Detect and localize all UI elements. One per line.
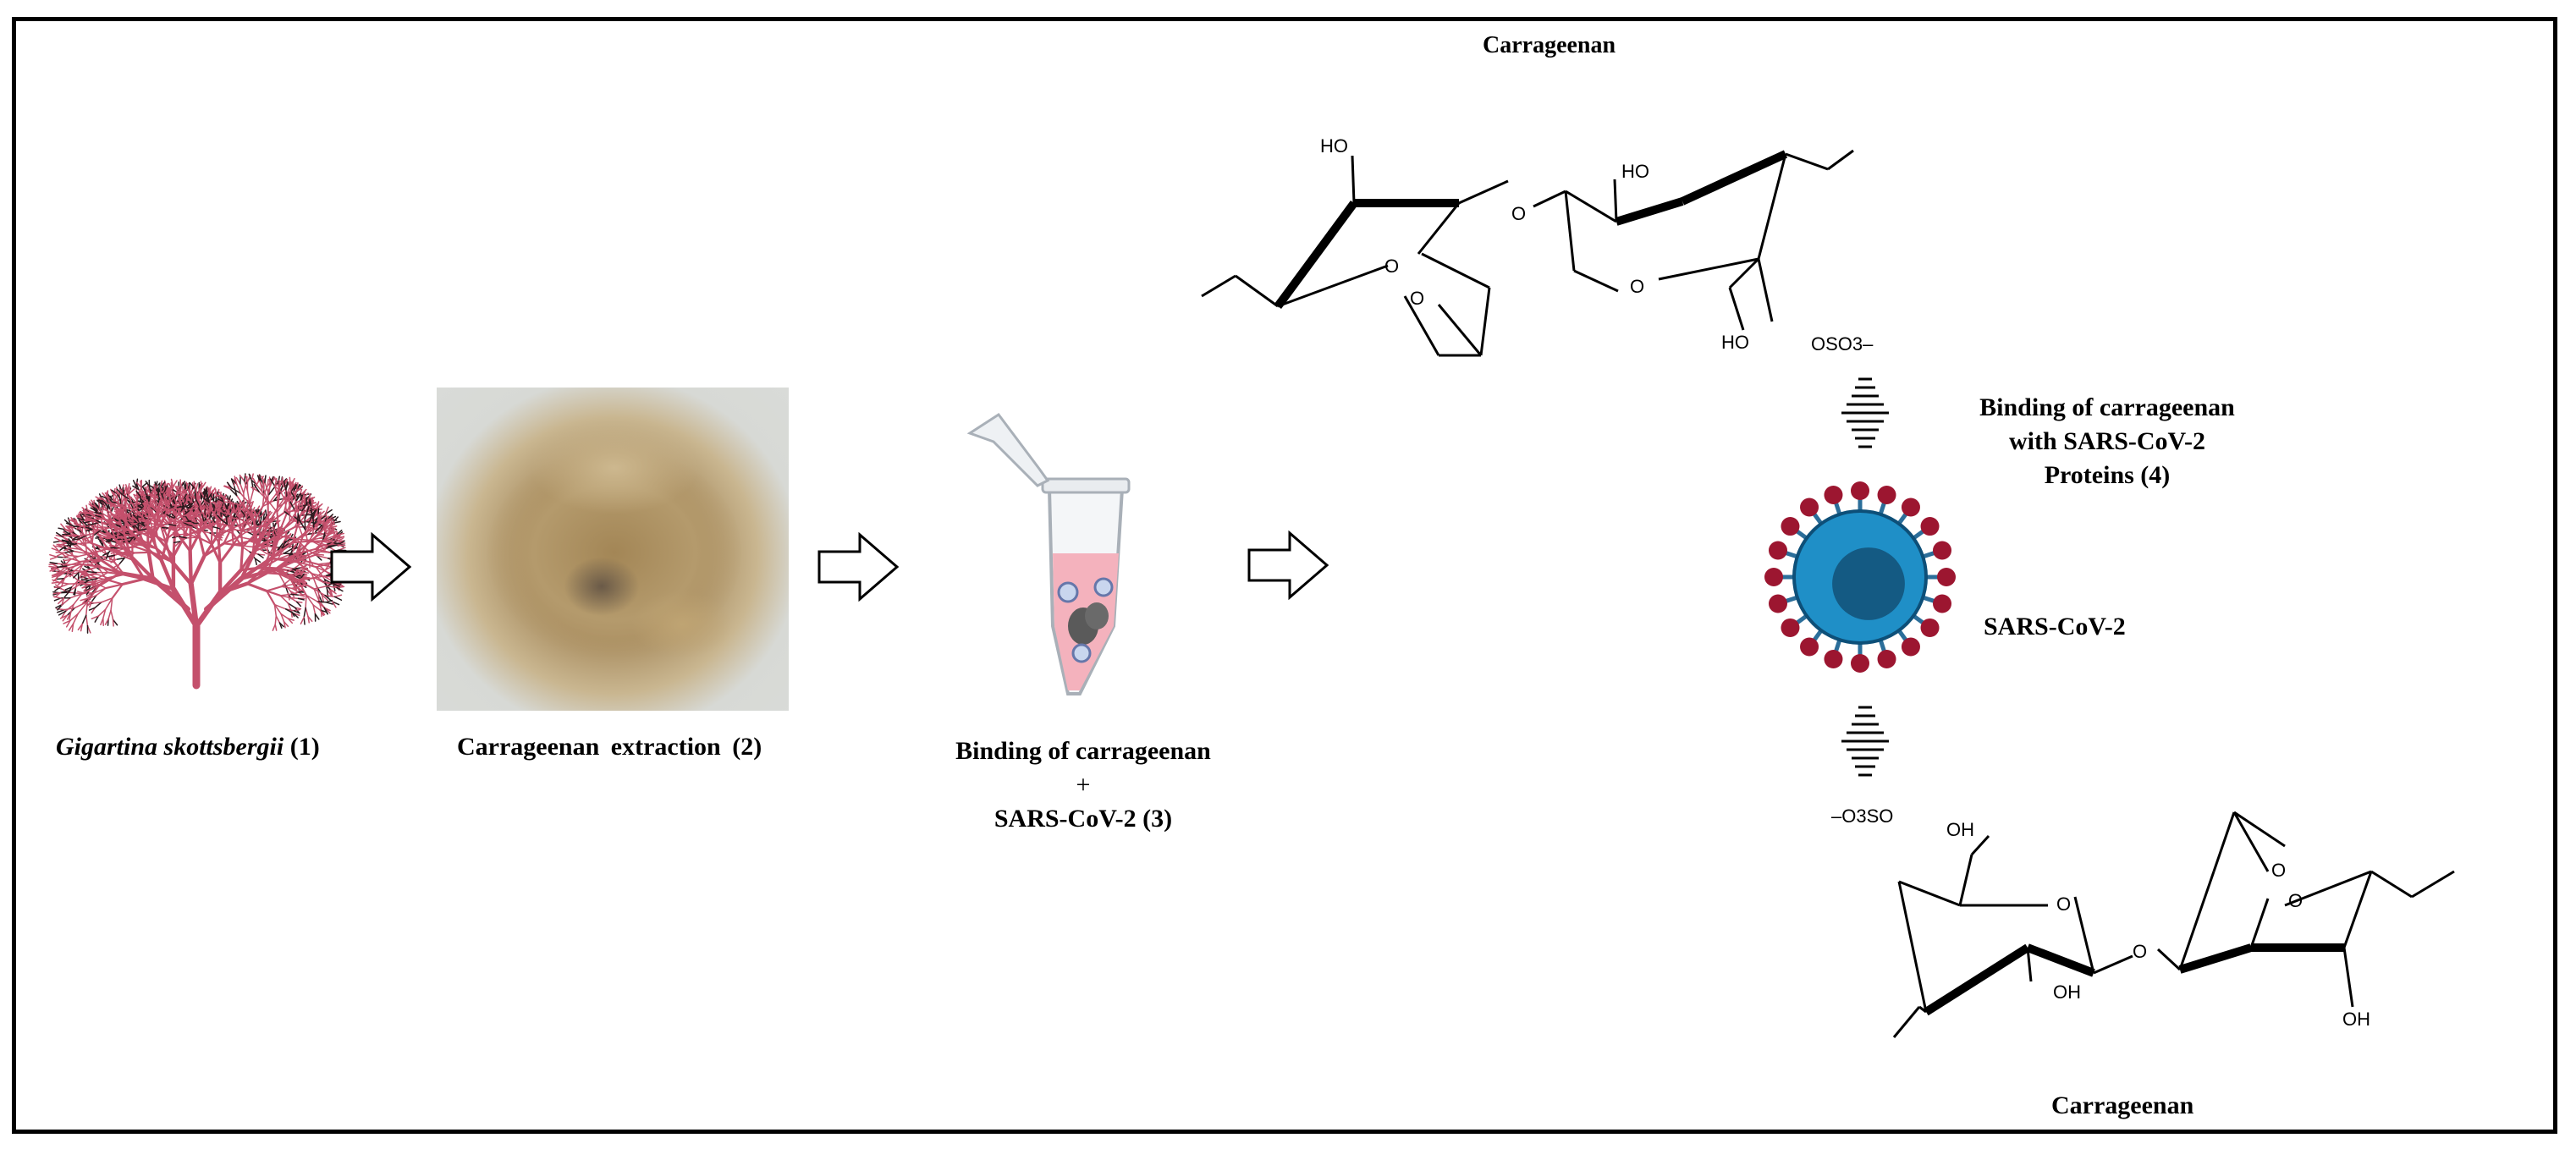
bottom-o-link: O (2133, 941, 2147, 962)
bottom-oh-3: OH (2342, 1009, 2370, 1030)
top-ho-1: HO (1320, 135, 1348, 157)
top-ho-3: HO (1721, 332, 1749, 353)
interaction-symbol-top (1841, 377, 1889, 448)
step-2-label: Carrageenan extraction (2) (457, 733, 762, 761)
arrow-1-to-2 (330, 531, 412, 602)
bottom-carrageenan-title: Carrageenan (2051, 1091, 2194, 1119)
binding-line-2: with SARS-CoV-2 (2009, 427, 2205, 455)
bottom-o-ring-2: O (2288, 890, 2303, 911)
top-oso3: OSO3– (1811, 333, 1874, 355)
bottom-oh-2: OH (2053, 981, 2081, 1003)
binding-step-4-label: Binding of carrageenan with SARS-CoV-2 P… (1963, 391, 2251, 492)
step-1-number: (1) (283, 733, 320, 761)
top-ho-2: HO (1621, 161, 1649, 182)
step-3-line-1: Binding of carrageenan (955, 737, 1211, 765)
bottom-o-ring-1: O (2056, 893, 2071, 915)
carrageenan-structure-top: HO HO HO O O O O OSO3– (1201, 135, 1874, 357)
sars-cov-2-virus-icon (1764, 481, 1956, 673)
top-o-bridge: O (1410, 288, 1424, 309)
microtube-icon (966, 412, 1131, 695)
species-name: Gigartina skottsbergii (56, 733, 284, 761)
step-3-label: Binding of carrageenan + SARS-CoV-2 (3) (931, 734, 1236, 836)
carrageenan-structure-bottom: –O3SO OH OH OH O O O O (1831, 805, 2455, 1038)
bottom-o-bridge: O (2271, 860, 2286, 881)
step-1-label: Gigartina skottsbergii (1) (56, 733, 320, 761)
step-3-line-3: SARS-CoV-2 (3) (994, 805, 1173, 833)
bottom-oso3: –O3SO (1831, 805, 1893, 827)
arrow-3-to-4 (1247, 530, 1329, 601)
top-carrageenan-title: Carrageenan (1483, 32, 1616, 58)
bottom-oh-1: OH (1946, 819, 1974, 840)
interaction-symbol-bottom (1841, 706, 1889, 777)
figure-frame (12, 17, 2557, 1134)
virus-label: SARS-CoV-2 (1984, 613, 2126, 640)
step-3-line-2: + (1076, 771, 1091, 799)
top-o-ring-1: O (1384, 256, 1399, 277)
binding-line-1: Binding of carrageenan (1979, 393, 2235, 421)
top-o-link: O (1511, 203, 1526, 224)
binding-line-3: Proteins (4) (2044, 461, 2171, 489)
arrow-2-to-3 (817, 531, 900, 602)
top-o-ring-2: O (1630, 276, 1644, 297)
carrageenan-extract-photo (437, 388, 789, 711)
